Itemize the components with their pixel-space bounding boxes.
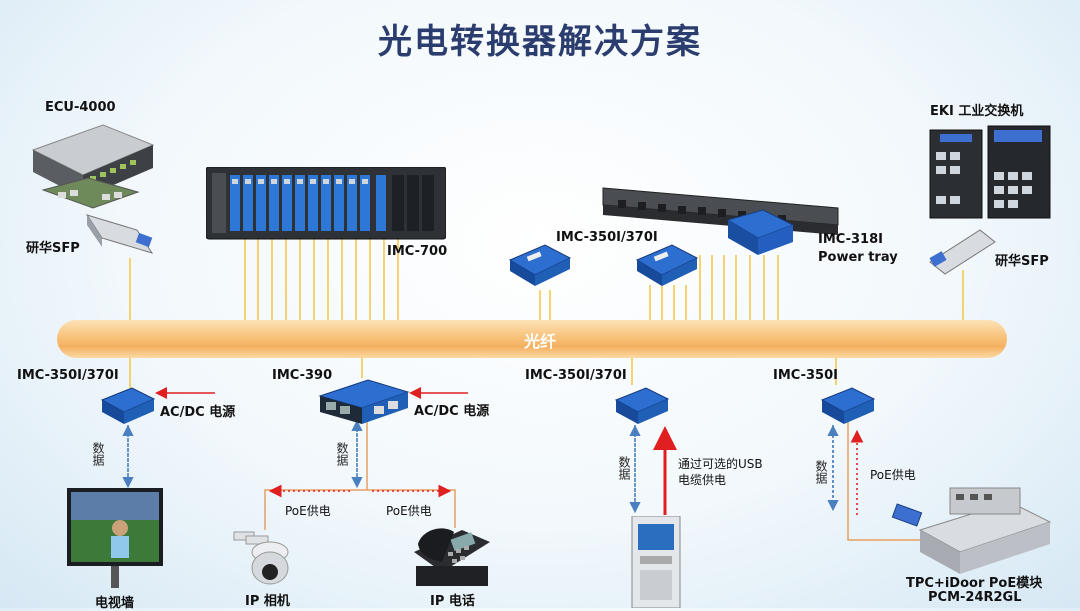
imc-350-top-left-device	[508, 244, 572, 286]
imc-350-b-device	[614, 387, 670, 424]
acdc-b-label: AC/DC 电源	[414, 404, 490, 419]
ip-phone-label: IP 电话	[430, 594, 475, 609]
data-c-label: 数据	[617, 456, 631, 480]
usb-power-label: 通过可选的USB 电缆供电	[678, 457, 763, 487]
poe-right-label: PoE供电	[386, 504, 432, 518]
imc-390-device	[318, 379, 410, 424]
sfp-right-module	[929, 229, 996, 275]
imc-318i-label: IMC-318I	[818, 232, 883, 247]
imc-350-top-label: IMC-350I/370I	[556, 230, 658, 245]
imc-350-b-label: IMC-350I/370I	[525, 368, 627, 383]
imc-700-label: IMC-700	[387, 244, 448, 259]
poe-left-label: PoE供电	[285, 504, 331, 518]
page-title: 光电转换器解决方案	[378, 22, 702, 62]
ip-camera-label: IP 相机	[245, 594, 290, 609]
tpc-label: TPC+iDoor PoE模块	[906, 576, 1043, 591]
ecu-label: ECU-4000	[45, 100, 116, 115]
imc-350-top-right-device	[635, 244, 699, 286]
sfp-left-module	[85, 214, 154, 254]
data-b-label: 数据	[335, 442, 349, 466]
imc-700-chassis	[206, 167, 446, 240]
ecu-4000-device	[31, 124, 155, 209]
tv-wall-device	[67, 488, 163, 588]
kiosk-device	[631, 516, 681, 608]
acdc-a-label: AC/DC 电源	[160, 405, 236, 420]
fiber-drops	[129, 238, 964, 392]
imc-350-c-label: IMC-350I	[773, 368, 838, 383]
data-a-label: 数据	[91, 442, 105, 466]
tv-wall-label: 电视墙	[95, 596, 135, 611]
data-d-label: 数据	[814, 460, 828, 484]
ip-camera-device	[233, 531, 289, 585]
eki-switch-device	[929, 125, 1051, 219]
imc-350-a-label: IMC-350I/370I	[17, 368, 119, 383]
ip-phone-device	[414, 528, 490, 586]
sfp-left-label: 研华SFP	[26, 241, 80, 256]
imc-350-a-device	[100, 387, 156, 424]
imc-390-label: IMC-390	[272, 368, 333, 383]
pcm-label: PCM-24R2GL	[928, 590, 1022, 605]
fiber-bar	[57, 320, 1007, 358]
imc-318i-power-tray	[602, 187, 839, 255]
fiber-label: 光纤	[523, 332, 556, 351]
sfp-right-label: 研华SFP	[995, 254, 1049, 269]
power-tray-label: Power tray	[818, 250, 898, 265]
poe-c-label: PoE供电	[870, 468, 916, 482]
tpc-panel-device	[891, 487, 1052, 574]
eki-label: EKI 工业交换机	[930, 104, 1024, 119]
imc-350-c-device	[820, 387, 876, 424]
